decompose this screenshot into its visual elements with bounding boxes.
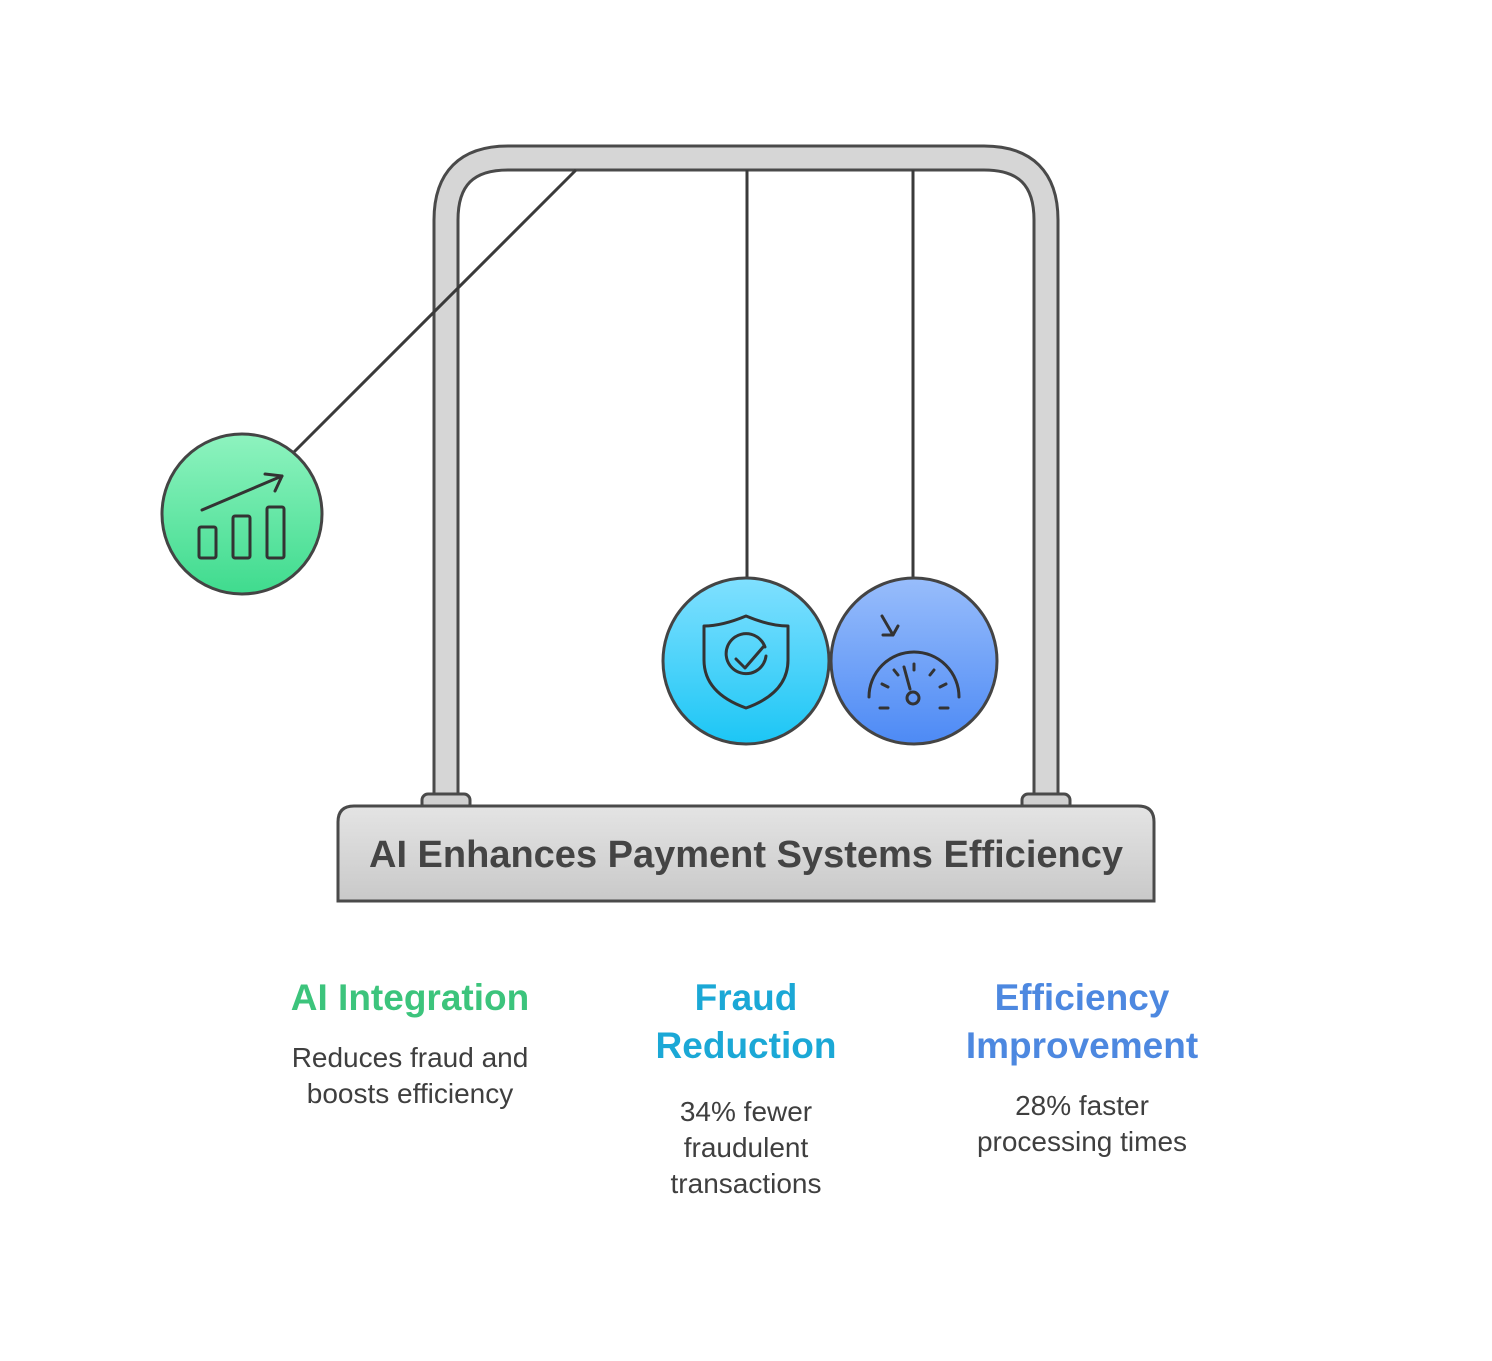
string-ai-integration xyxy=(292,168,578,454)
ball-ai-integration xyxy=(160,432,324,596)
label-efficiency-improvement-title: Efficiency Improvement xyxy=(965,977,1199,1066)
label-ai-integration-title: AI Integration xyxy=(290,977,530,1018)
label-ai-integration-description: Reduces fraud and boosts efficiency xyxy=(291,1042,529,1109)
shield-check-icon xyxy=(702,614,790,710)
label-fraud-reduction: Fraud Reduction 34% fewer fraudulent tra… xyxy=(626,974,866,1202)
label-efficiency-improvement: Efficiency Improvement 28% faster proces… xyxy=(932,974,1232,1160)
diagram-title: AI Enhances Payment Systems Efficiency xyxy=(369,834,1123,876)
cradle-base: AI Enhances Payment Systems Efficiency xyxy=(336,804,1156,903)
label-fraud-reduction-description: 34% fewer fraudulent transactions xyxy=(670,1096,822,1199)
ball-fraud-reduction xyxy=(661,576,831,746)
label-efficiency-improvement-description: 28% faster processing times xyxy=(976,1090,1188,1157)
ball-efficiency-improvement xyxy=(829,576,999,746)
speedometer-icon xyxy=(867,614,961,710)
label-ai-integration: AI Integration Reduces fraud and boosts … xyxy=(240,974,580,1112)
growth-chart-icon xyxy=(197,472,286,560)
cradle-frame xyxy=(432,144,1060,800)
label-fraud-reduction-title: Fraud Reduction xyxy=(655,977,837,1066)
